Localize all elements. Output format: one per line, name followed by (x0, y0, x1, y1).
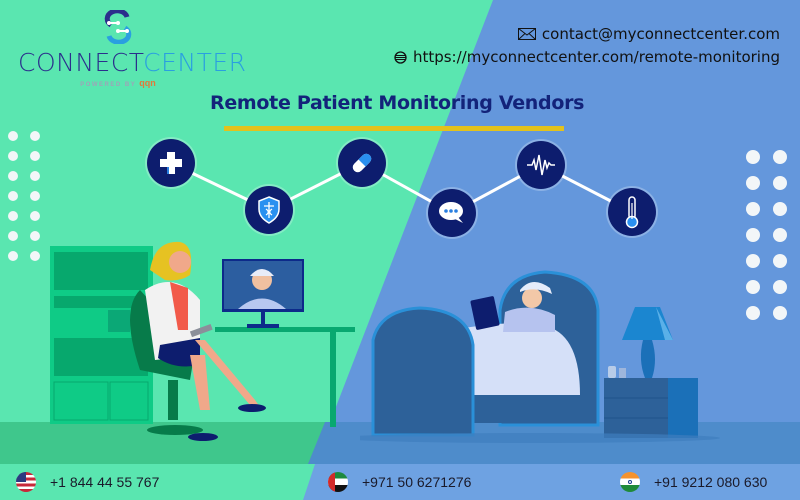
logo[interactable]: CONNECTCENTER POWERED BY qqn (18, 8, 247, 88)
thermometer-icon (608, 188, 656, 236)
logo-wordmark: CONNECTCENTER (18, 48, 247, 77)
phone-usa[interactable]: +1 844 44 55 767 (16, 472, 159, 492)
envelope-icon (517, 28, 536, 40)
phone-number: +971 50 6271276 (362, 474, 472, 490)
uae-flag-icon (328, 472, 348, 492)
email-text: contact@myconnectcenter.com (541, 25, 780, 43)
logo-mark-icon (103, 8, 133, 45)
globe-icon (394, 50, 407, 64)
contact-website[interactable]: https://myconnectcenter.com/remote-monit… (394, 48, 780, 66)
phone-number: +1 844 44 55 767 (50, 474, 160, 490)
phone-uae[interactable]: +971 50 6271276 (328, 472, 471, 492)
caduceus-shield-icon (245, 186, 293, 234)
contact-email[interactable]: contact@myconnectcenter.com (517, 25, 780, 43)
heartbeat-pulse-icon (517, 141, 565, 189)
us-flag-icon (16, 472, 36, 492)
medical-cross-icon (147, 139, 195, 187)
decorative-dots-left (8, 131, 40, 261)
india-flag-icon (620, 472, 640, 492)
phone-number: +91 9212 080 630 (654, 474, 768, 490)
website-text: https://myconnectcenter.com/remote-monit… (412, 48, 780, 66)
powered-by: POWERED BY qqn (80, 78, 156, 88)
powered-brand: qqn (139, 78, 156, 88)
title-underline (224, 126, 564, 131)
patient-illustration (360, 270, 720, 443)
chat-bubble-icon (428, 189, 476, 237)
pill-capsule-icon (338, 139, 386, 187)
page-title: Remote Patient Monitoring Vendors (210, 92, 585, 114)
decorative-dots-right (746, 150, 787, 320)
phone-india[interactable]: +91 9212 080 630 (620, 472, 767, 492)
doctor-illustration (50, 241, 355, 441)
